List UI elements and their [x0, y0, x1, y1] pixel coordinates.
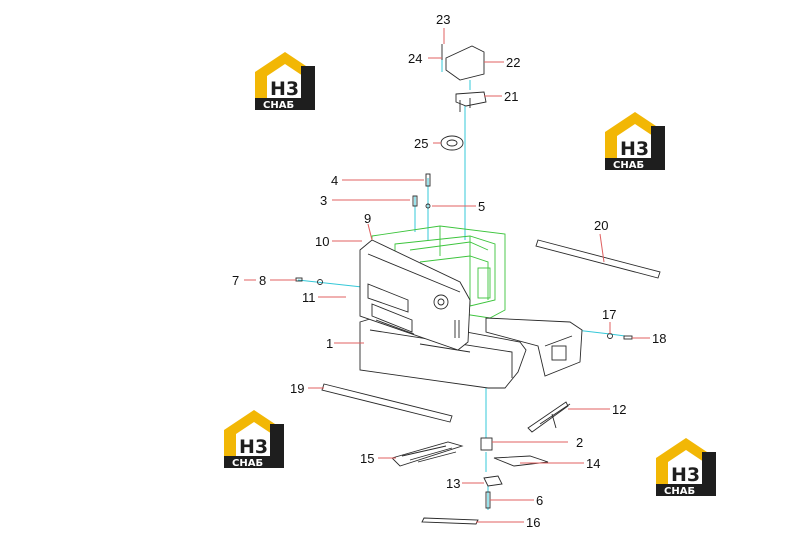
logo-mark: H3 [270, 78, 299, 100]
callout-13: 13 [446, 476, 460, 491]
callout-20: 20 [594, 218, 608, 233]
callout-24: 24 [408, 51, 422, 66]
logo-name: СНАБ [613, 160, 644, 171]
logo-mark: H3 [671, 464, 700, 486]
callout-4: 4 [331, 173, 338, 188]
callout-11: 11 [302, 290, 316, 305]
upper-housing-part [359, 225, 583, 377]
brand-logo: H3 СНАБ [255, 52, 315, 111]
brand-logo: H3 СНАБ [224, 410, 284, 469]
brand-logo: H3 СНАБ [605, 112, 665, 171]
callout-12: 12 [612, 402, 626, 417]
callout-7: 7 [232, 273, 239, 288]
callout-labels: 1 2 3 4 5 6 7 8 9 10 11 12 13 14 15 16 1… [232, 12, 666, 530]
callout-25: 25 [414, 136, 428, 151]
callout-22: 22 [506, 55, 520, 70]
callout-9: 9 [364, 211, 371, 226]
callout-6: 6 [536, 493, 543, 508]
callout-2: 2 [576, 435, 583, 450]
callout-19: 19 [290, 381, 304, 396]
callout-1: 1 [326, 336, 333, 351]
callout-15: 15 [360, 451, 374, 466]
callout-10: 10 [315, 234, 329, 249]
cap-part [445, 45, 485, 81]
logo-name: СНАБ [232, 458, 263, 469]
callout-14: 14 [586, 456, 600, 471]
brand-logo: H3 СНАБ [656, 438, 716, 497]
callout-18: 18 [652, 331, 666, 346]
callout-8: 8 [259, 273, 266, 288]
logo-mark: H3 [620, 138, 649, 160]
logo-name: СНАБ [263, 100, 294, 111]
callout-23: 23 [436, 12, 450, 27]
logo-name: СНАБ [664, 486, 695, 497]
logo-mark: H3 [239, 436, 268, 458]
callout-leaders [244, 28, 650, 523]
callout-17: 17 [602, 307, 616, 322]
callout-5: 5 [478, 199, 485, 214]
callout-3: 3 [320, 193, 327, 208]
callout-16: 16 [526, 515, 540, 530]
callout-21: 21 [504, 89, 518, 104]
